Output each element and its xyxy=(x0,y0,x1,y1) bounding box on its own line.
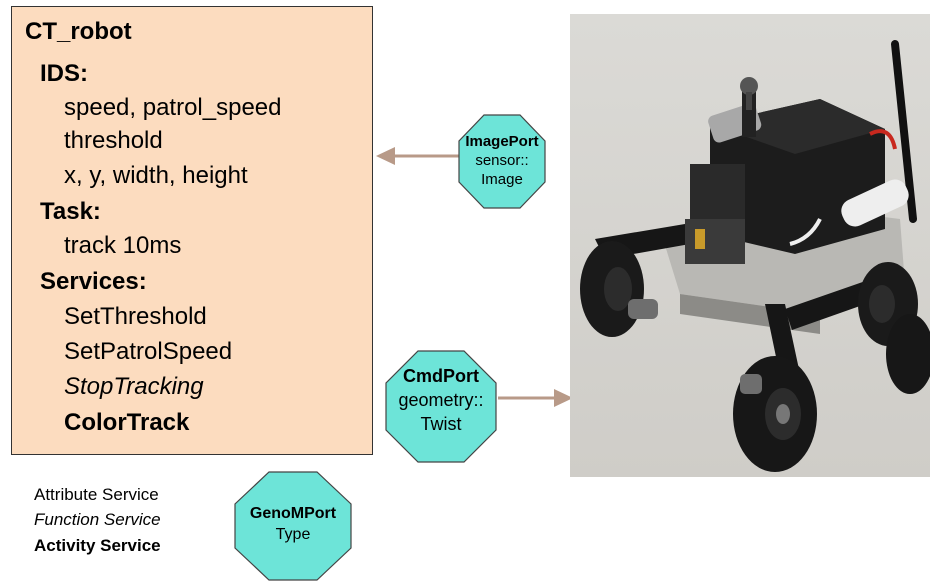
legend-activity: Activity Service xyxy=(34,536,161,555)
service-attribute: SetPatrolSpeed xyxy=(64,338,233,365)
cmd-port: CmdPort geometry:: Twist xyxy=(385,350,497,463)
legend-function: Function Service xyxy=(34,510,161,529)
ids-item: speed, patrol_speed xyxy=(64,94,282,121)
legend-attribute: Attribute Service xyxy=(34,485,159,504)
cmd-port-type: Twist xyxy=(420,414,462,434)
image-port: ImagePort sensor:: Image xyxy=(458,114,546,209)
image-port-arrow-head xyxy=(376,147,395,165)
image-port-octagon xyxy=(458,114,546,209)
image-port-type-ns: sensor:: xyxy=(475,152,529,169)
ids-item: threshold xyxy=(64,127,163,154)
service-activity: ColorTrack xyxy=(64,409,190,436)
service-function: StopTracking xyxy=(64,373,204,400)
legend-port-type: Type xyxy=(275,526,311,543)
legend-port: GenoMPort Type xyxy=(234,471,352,581)
task-heading: Task: xyxy=(40,198,101,225)
ids-item: x, y, width, height xyxy=(64,162,248,189)
services-heading: Services: xyxy=(40,268,147,295)
cmd-port-octagon xyxy=(385,350,497,463)
legend-port-name: GenoMPort xyxy=(249,505,337,522)
ids-heading: IDS: xyxy=(40,60,88,87)
legend-port-octagon xyxy=(234,471,352,581)
component-box xyxy=(11,6,373,455)
cmd-port-arrow-head xyxy=(554,389,573,407)
cmd-port-name: CmdPort xyxy=(403,366,479,386)
image-port-type: Image xyxy=(481,171,523,188)
component-name: CT_robot xyxy=(25,18,132,45)
robot-photo xyxy=(570,14,930,477)
cmd-port-type-ns: geometry:: xyxy=(398,390,484,410)
service-attribute: SetThreshold xyxy=(64,303,207,330)
image-port-name: ImagePort xyxy=(465,133,539,150)
task-item: track 10ms xyxy=(64,232,182,259)
